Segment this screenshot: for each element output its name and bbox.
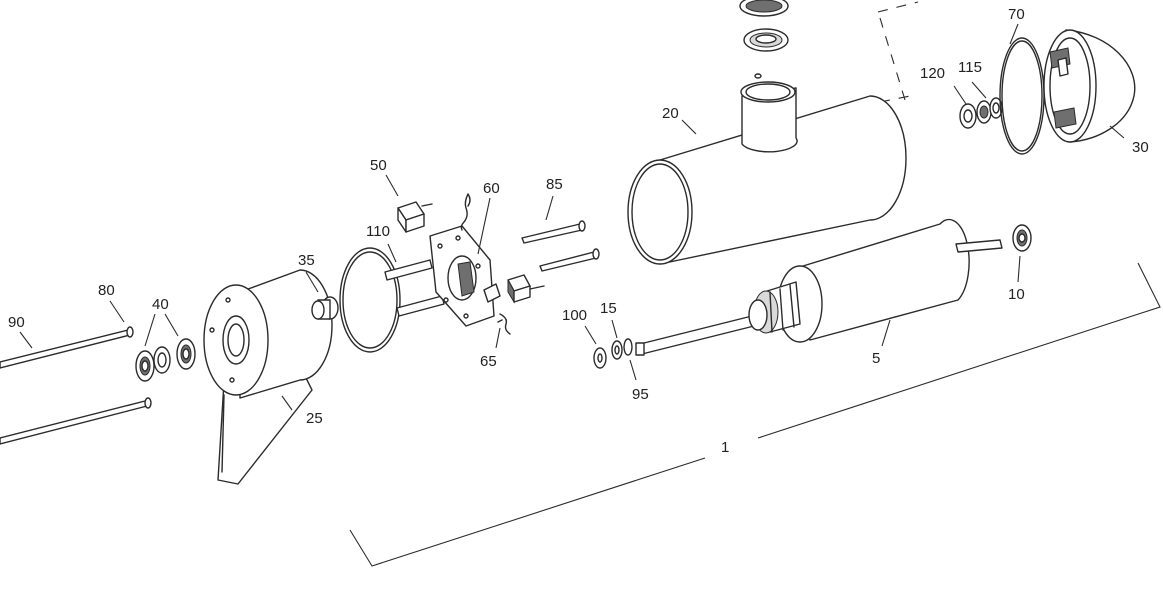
bearing-pair-40 (135, 338, 196, 382)
motor-tube-20 (627, 81, 907, 265)
clip-95 (623, 338, 633, 356)
spring-60 (460, 193, 471, 231)
callout-90: 90 (8, 314, 25, 331)
callout-25: 25 (306, 410, 323, 427)
washer-100 (593, 347, 607, 369)
top-nut (739, 0, 789, 17)
callout-10: 10 (1008, 286, 1025, 303)
callout-leaders (19, 23, 1125, 411)
callout-20: 20 (662, 105, 679, 122)
callout-35: 35 (298, 252, 315, 269)
callout-labels: 1 5 10 15 20 25 30 35 40 50 60 65 70 80 … (8, 6, 1149, 456)
o-ring-70 (999, 37, 1045, 155)
callout-110: 110 (366, 223, 390, 240)
washer-80 (126, 326, 152, 409)
callout-40: 40 (152, 296, 169, 313)
callout-65: 65 (480, 353, 497, 370)
spring-65 (497, 313, 511, 335)
callout-1: 1 (721, 439, 729, 456)
bolt-85-lower (539, 248, 600, 272)
spacer-tube-upper (384, 259, 433, 281)
bearing-115 (976, 97, 1003, 124)
armature-5 (635, 218, 1003, 356)
shaft-seal-35 (311, 296, 339, 320)
o-ring-large (339, 247, 401, 353)
callout-95: 95 (632, 386, 649, 403)
lower-housing-25 (203, 269, 333, 485)
callout-15: 15 (600, 300, 617, 317)
spacer-tube-lower (396, 295, 445, 317)
callout-60: 60 (483, 180, 500, 197)
brush-block-lower (507, 274, 545, 304)
nose-cone-30 (1043, 29, 1136, 143)
callout-30: 30 (1132, 139, 1149, 156)
top-washer (754, 73, 762, 79)
callout-5: 5 (872, 350, 880, 367)
callout-50: 50 (370, 157, 387, 174)
callout-115: 115 (958, 59, 982, 76)
rod-lower (0, 400, 148, 445)
rod-upper (0, 329, 131, 369)
callout-70: 70 (1008, 6, 1025, 23)
callout-85: 85 (546, 176, 563, 193)
washer-15 (611, 340, 623, 360)
top-bearing (743, 28, 789, 52)
brush-plate-60 (429, 225, 501, 327)
callout-120: 120 (920, 65, 945, 82)
brush-block-50 (397, 201, 433, 233)
bearing-120 (959, 103, 977, 129)
assembly-bracket (349, 262, 1161, 567)
bearing-10 (1012, 224, 1032, 252)
callout-100: 100 (562, 307, 587, 324)
dashed-guide-line (877, 1, 919, 103)
callout-80: 80 (98, 282, 115, 299)
bolt-85-upper (521, 220, 586, 244)
